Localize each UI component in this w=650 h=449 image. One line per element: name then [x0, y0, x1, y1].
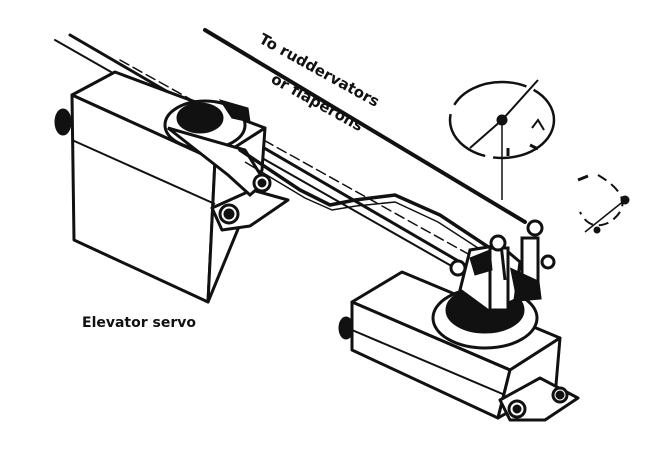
elevator-servo-label: Elevator servo [82, 315, 196, 331]
linkage-rod [238, 148, 522, 270]
elevator-servo-hub [163, 99, 272, 198]
rotation-indicator-upper [448, 79, 556, 200]
servo-output-arms [431, 219, 556, 350]
pushrod-upper [203, 28, 527, 224]
rotation-indicator-lower [577, 174, 630, 234]
